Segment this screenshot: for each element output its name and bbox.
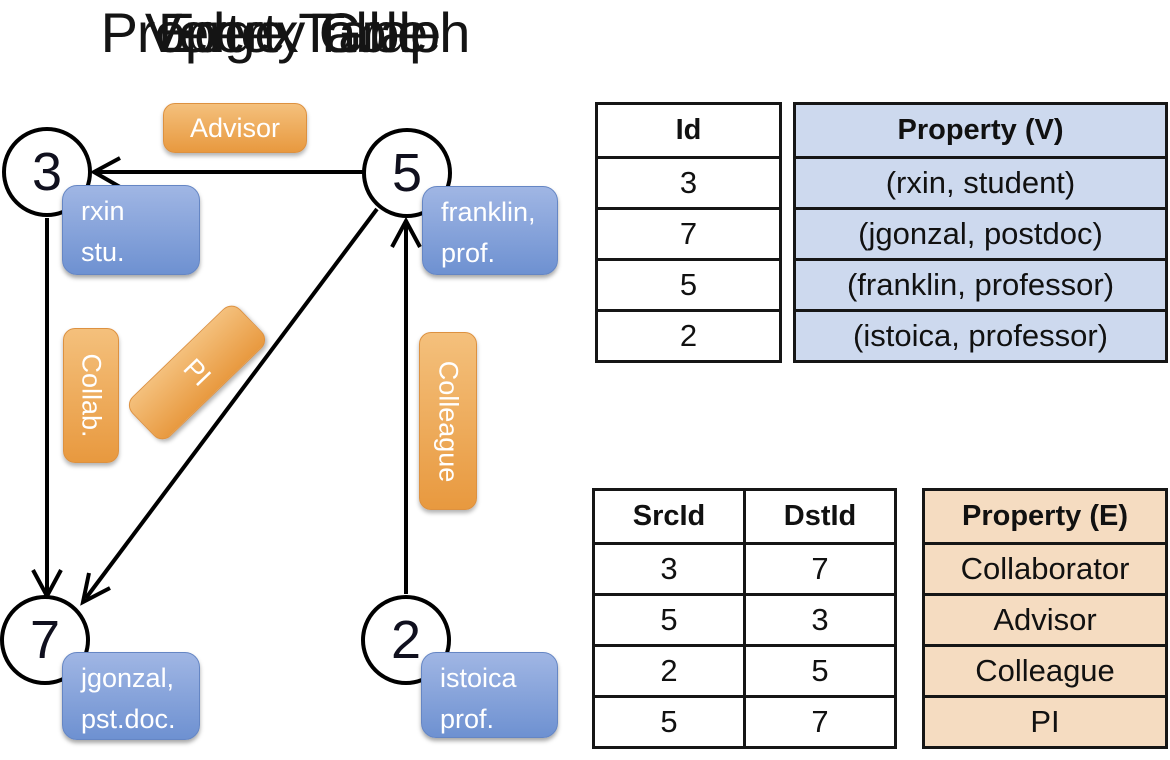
- table-cell: (jgonzal, postdoc): [796, 207, 1165, 258]
- vertex-table-header-property: Property (V): [897, 114, 1064, 146]
- node-id-label: 2: [390, 610, 422, 670]
- node-id-label: 5: [391, 143, 423, 203]
- vertex-property-line1: jgonzal,: [81, 663, 175, 693]
- edge-colleague-2-to-5: [390, 216, 422, 594]
- table-cell: (rxin, student): [796, 156, 1165, 207]
- table-cell: 2: [595, 644, 743, 695]
- vertex-property-box-rxin: rxin stu.: [62, 185, 200, 275]
- table-cell: 5: [598, 258, 779, 309]
- edge-label-text: PI: [177, 352, 218, 392]
- vertex-table-title: Vertex Table: [144, 1, 441, 64]
- edge-label-colleague: Colleague: [419, 332, 477, 510]
- vertex-property-box-istoica: istoica prof.: [421, 652, 558, 738]
- edge-pi-5-to-7: [80, 207, 379, 606]
- table-cell: 3: [598, 156, 779, 207]
- table-cell: Advisor: [925, 593, 1165, 644]
- table-cell: PI: [925, 695, 1165, 746]
- edge-label-text: Collab.: [76, 353, 107, 438]
- table-cell: Collaborator: [925, 542, 1165, 593]
- table-cell: 2: [598, 309, 779, 360]
- vertex-table-property-column: Property (V) (rxin, student) (jgonzal, p…: [793, 102, 1168, 363]
- edge-table-header-property: Property (E): [962, 500, 1128, 532]
- table-cell: 7: [743, 695, 894, 746]
- vertex-property-box-jgonzal: jgonzal, pst.doc.: [62, 652, 200, 740]
- node-id-label: 3: [31, 142, 63, 202]
- edge-table-title: Edge Table: [157, 1, 428, 64]
- table-cell: 7: [743, 542, 894, 593]
- table-cell: (istoica, professor): [796, 309, 1165, 360]
- table-cell: 3: [743, 593, 894, 644]
- edge-table-header-srcid: SrcId: [632, 500, 706, 532]
- table-cell: 3: [595, 542, 743, 593]
- edge-label-collab: Collab.: [63, 328, 119, 463]
- edge-label-text: Advisor: [189, 112, 281, 143]
- edge-label-text: Colleague: [433, 360, 464, 482]
- vertex-property-line2: prof.: [441, 238, 496, 268]
- edge-table-property-column: Property (E) Collaborator Advisor Collea…: [922, 488, 1168, 749]
- vertex-property-line1: istoica: [440, 663, 517, 693]
- vertex-property-box-franklin: franklin, prof.: [422, 186, 558, 275]
- edge-table-id-columns: SrcId DstId 3 7 5 3 2 5 5 7: [592, 488, 897, 749]
- arrowhead-left-icon: [89, 156, 121, 189]
- vertex-property-line1: franklin,: [441, 197, 536, 227]
- vertex-property-line1: rxin: [81, 196, 125, 226]
- vertex-property-line2: pst.doc.: [81, 704, 176, 734]
- arrowhead-up-icon: [390, 216, 422, 248]
- graph-node-3: 3: [2, 127, 92, 217]
- node-id-label: 7: [29, 610, 61, 670]
- table-cell: 5: [595, 593, 743, 644]
- graph-node-2: 2: [361, 595, 451, 685]
- arrowhead-downleft-icon: [80, 572, 111, 606]
- table-cell: (franklin, professor): [796, 258, 1165, 309]
- graph-title: Property Graph: [100, 1, 471, 64]
- edge-table-header-dstid: DstId: [743, 491, 894, 542]
- vertex-property-line2: stu.: [81, 237, 125, 267]
- table-cell: Colleague: [925, 644, 1165, 695]
- table-cell: 5: [743, 644, 894, 695]
- vertex-table-header-id: Id: [675, 114, 702, 146]
- edge-label-advisor: Advisor: [163, 103, 307, 153]
- edge-collaborator-3-to-7: [31, 218, 63, 601]
- table-cell: 7: [598, 207, 779, 258]
- vertex-property-line2: prof.: [440, 704, 495, 734]
- edge-advisor-5-to-3: [89, 156, 363, 189]
- table-cell: 5: [595, 695, 743, 746]
- vertex-table-id-column: Id 3 7 5 2: [595, 102, 782, 363]
